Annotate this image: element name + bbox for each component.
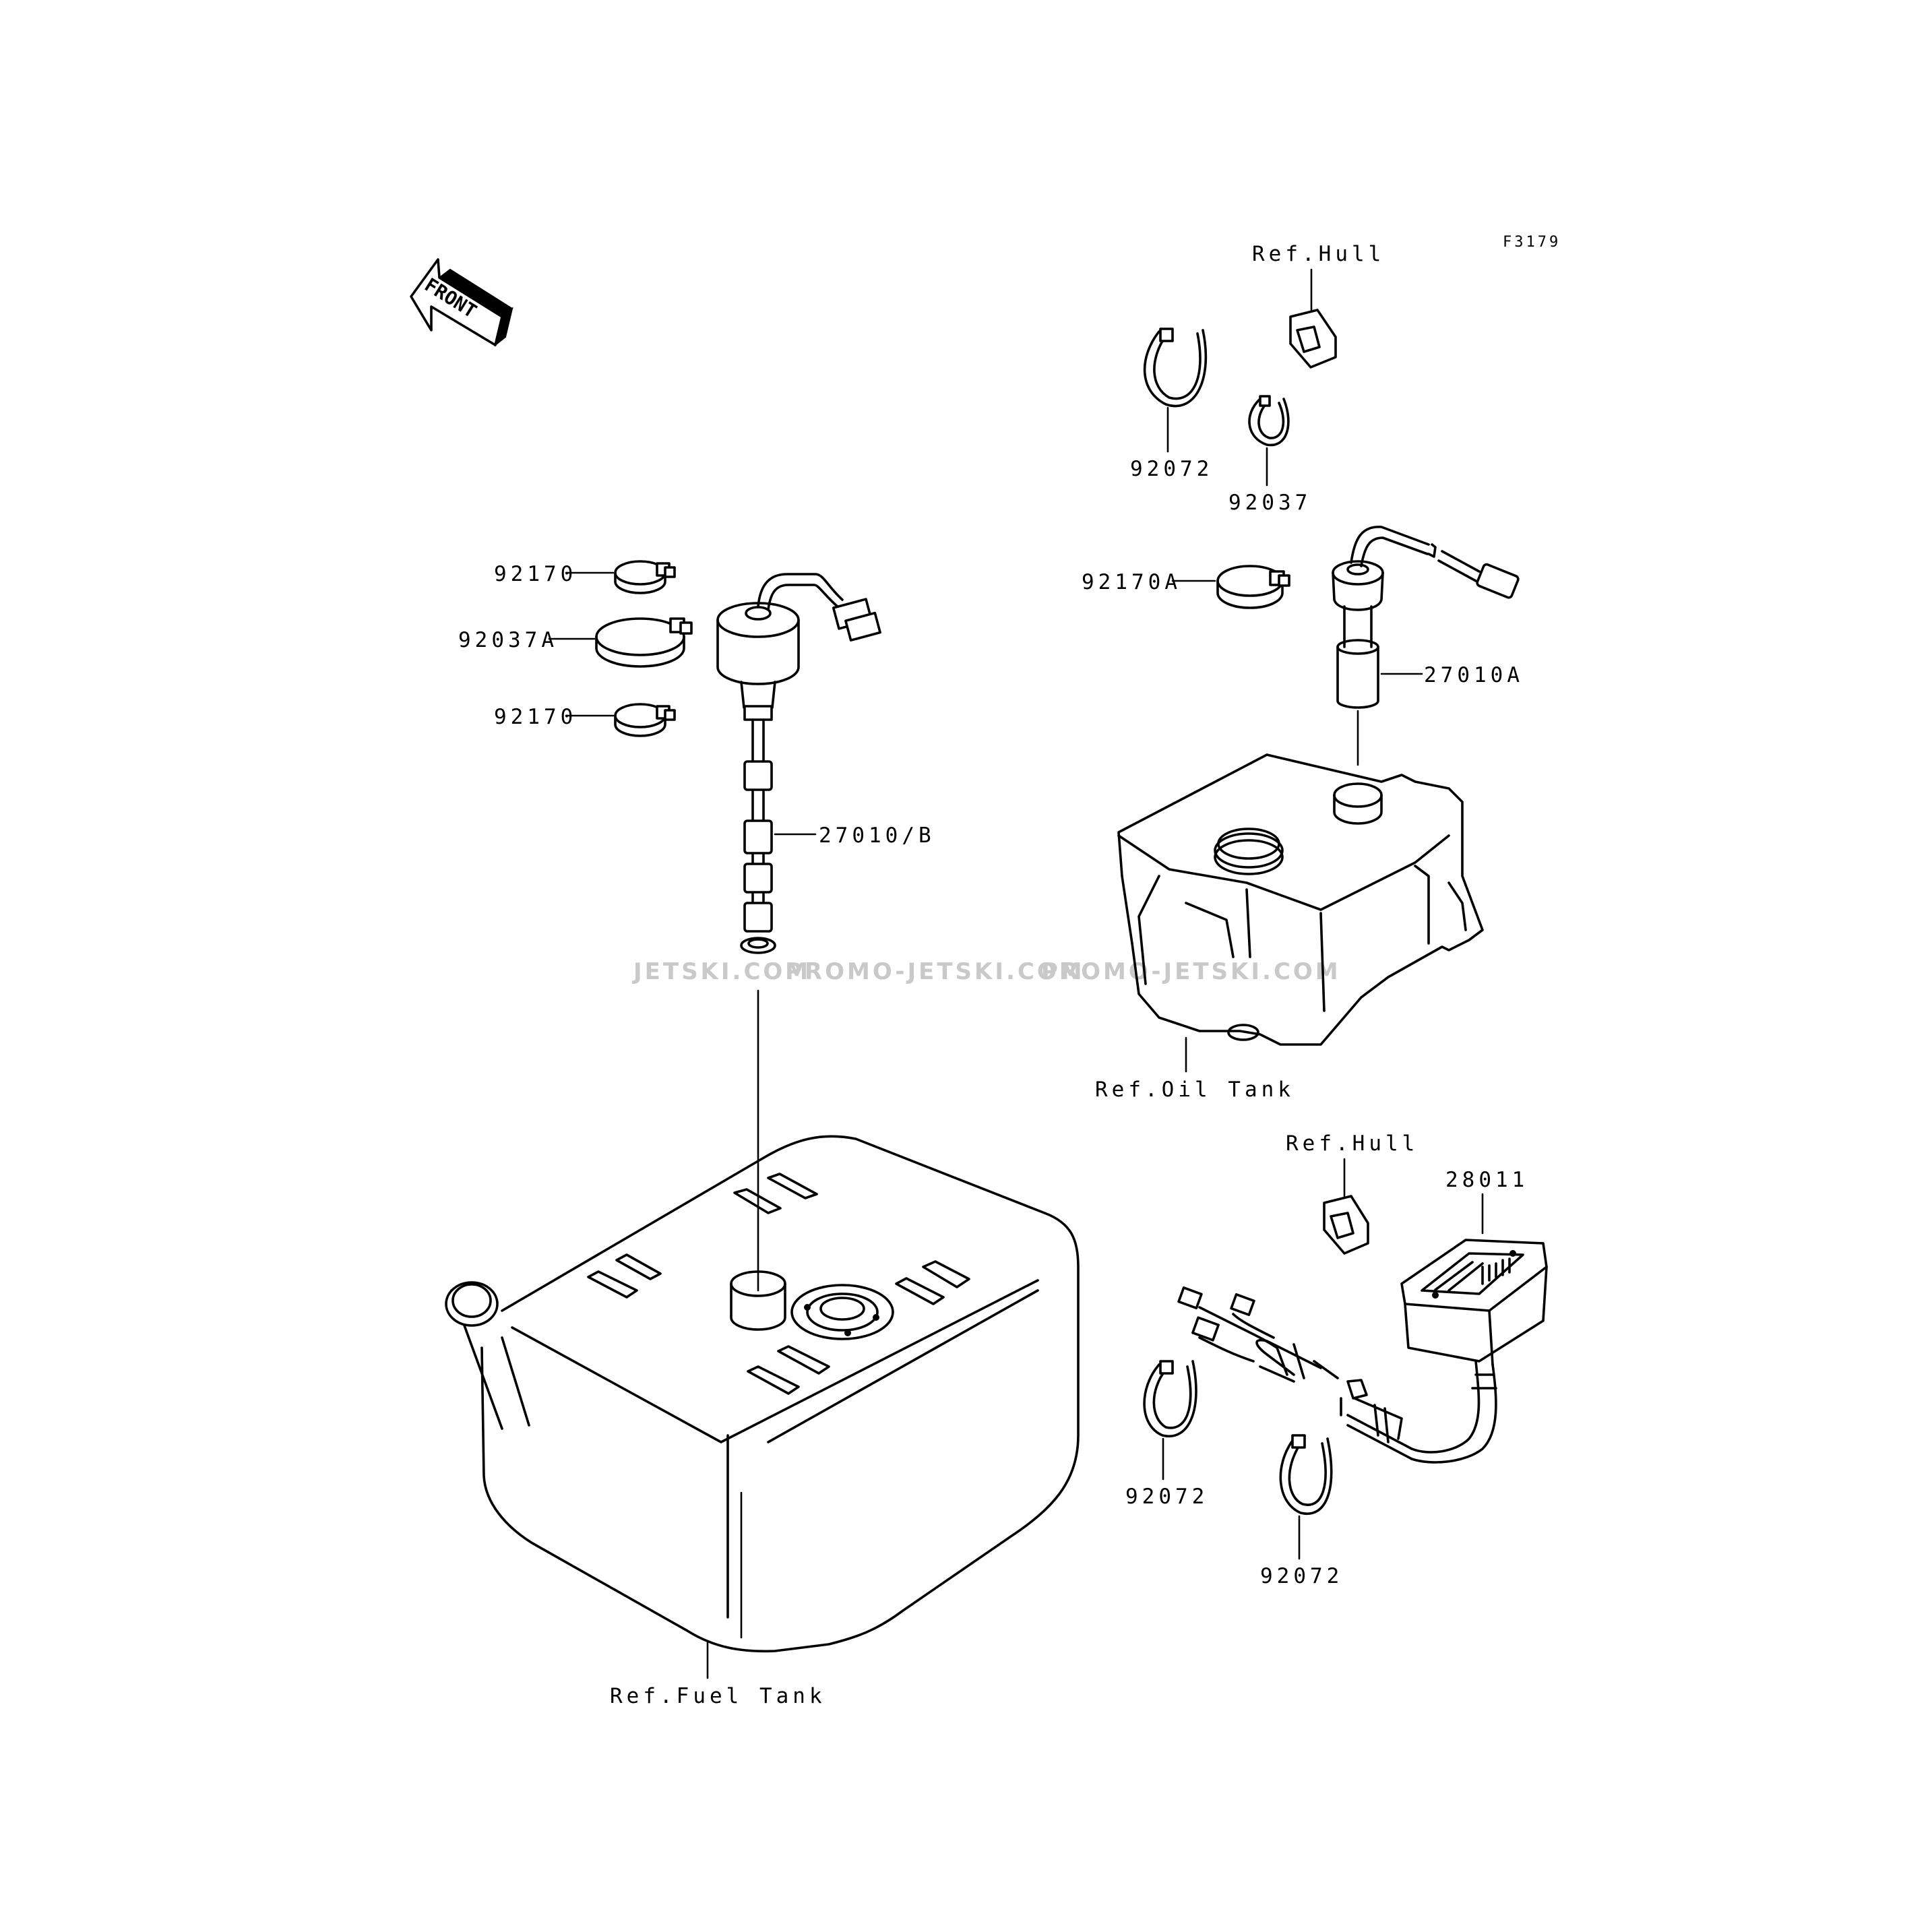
label-92037A: 92037A xyxy=(458,628,558,652)
hull-clip-top xyxy=(1289,309,1337,369)
clamp-92170-top xyxy=(614,560,676,594)
label-92072-top: 92072 xyxy=(1130,457,1213,481)
band-92072-right xyxy=(1279,1434,1333,1516)
front-direction-arrow: FRONT xyxy=(410,258,513,347)
meter-wire-harness xyxy=(1177,1286,1497,1464)
clamp-92037A xyxy=(595,617,693,668)
fuel-tank xyxy=(445,1135,1080,1653)
label-ref-hull-bottom: Ref.Hull xyxy=(1286,1131,1419,1156)
label-92037: 92037 xyxy=(1228,491,1311,515)
clamp-92170A xyxy=(1216,565,1290,609)
label-27010A: 27010A xyxy=(1424,663,1524,687)
label-92170A: 92170A xyxy=(1082,570,1181,594)
label-92170-top: 92170 xyxy=(494,562,577,586)
watermark-2: PROMO-JETSKI.COM xyxy=(785,958,1085,985)
oil-tank xyxy=(1117,753,1484,1046)
watermark-3: PROMO-JETSKI.COM xyxy=(1041,958,1341,985)
label-92170-bottom: 92170 xyxy=(494,705,577,729)
label-ref-fuel-tank: Ref.Fuel Tank xyxy=(610,1684,826,1708)
figure-code: F3179 xyxy=(1503,234,1561,251)
band-92072-top xyxy=(1143,328,1208,408)
label-28011: 28011 xyxy=(1445,1168,1528,1192)
watermark-1: JETSKI.COM xyxy=(632,958,811,985)
label-ref-oil-tank: Ref.Oil Tank xyxy=(1095,1078,1295,1102)
label-92072-left: 92072 xyxy=(1125,1485,1208,1509)
label-ref-hull-top: Ref.Hull xyxy=(1252,242,1385,266)
band-92072-left xyxy=(1143,1360,1197,1438)
oil-meter xyxy=(1400,1239,1548,1366)
oil-level-sender xyxy=(1332,526,1520,709)
clamp-92037 xyxy=(1248,395,1290,447)
clamp-92170-bottom xyxy=(614,703,676,737)
label-27010B: 27010/B xyxy=(819,823,935,848)
hull-clip-bottom xyxy=(1323,1195,1369,1255)
fuel-level-sender xyxy=(716,573,881,954)
label-92072-right: 92072 xyxy=(1260,1564,1343,1588)
